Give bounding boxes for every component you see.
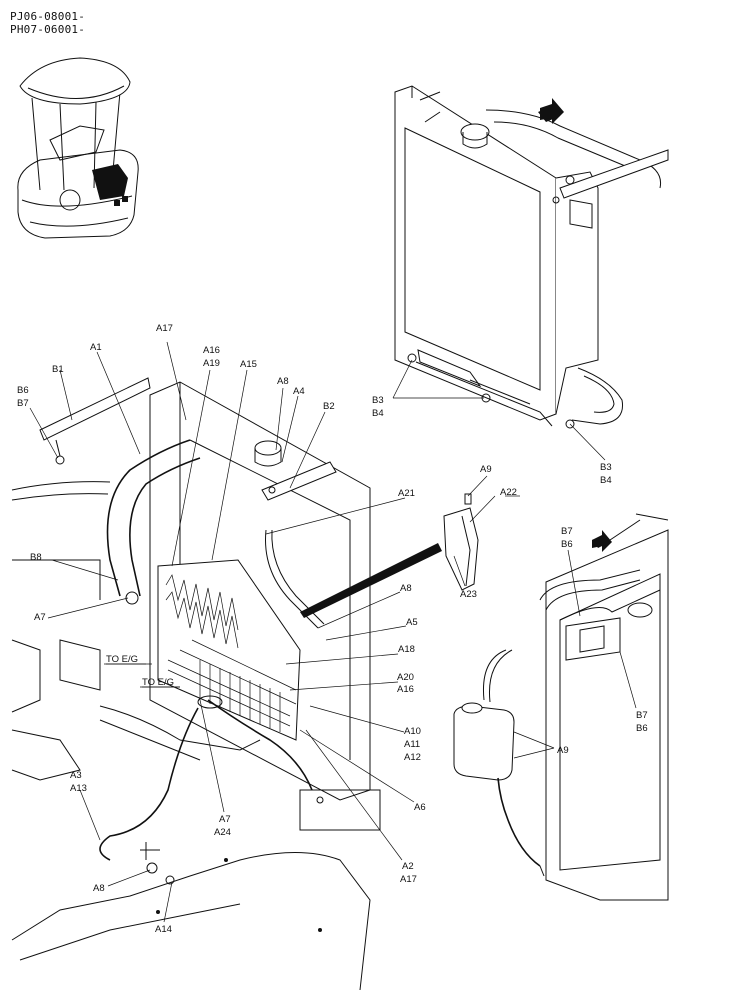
callout-b6-b7-left: B6 B7 [17,385,31,409]
callout-a1: A1 [90,342,102,353]
callout-a5: A5 [406,617,418,628]
callout-a8-mid: A8 [400,583,412,594]
serial-number-2: PH07-06001- [10,23,86,36]
callout-a2-a17: A2 A17 [400,861,417,885]
callout-a15: A15 [240,359,257,370]
callout-a8-bottom: A8 [93,883,105,894]
serial-number-1: PJ06-08001- [10,10,86,23]
callout-a6: A6 [414,802,426,813]
callout-a17-top: A17 [156,323,173,334]
radiator-main-assembly [11,377,381,991]
callout-a9-top: A9 [480,464,492,475]
callout-b7-b6-right: B7 B6 [636,710,650,734]
radiator-top-view [394,85,669,429]
callout-a8-top: A8 [277,376,289,387]
callout-a7-a24: A7 A24 [214,814,233,838]
callout-a16-a19: A16 A19 [203,345,223,369]
callout-a23: A23 [460,589,477,600]
direction-arrow-icon [540,98,612,552]
callout-a4: A4 [293,386,305,397]
callout-a14: A14 [155,924,172,935]
route-label-to-eg-2: TO E/G [142,677,174,688]
bracket-detail [300,493,479,618]
reservoir-detail [453,513,669,901]
callout-b1: B1 [52,364,64,375]
callout-a7-left: A7 [34,612,46,623]
callout-b3-b4-top: B3 B4 [372,395,386,419]
callout-b7-b6-top: B7 B6 [561,526,575,550]
callout-b3-b4-bottom: B3 B4 [600,462,614,486]
callout-a22: A22 [500,487,517,498]
callout-a3-a13: A3 A13 [70,770,87,794]
callout-labels: B3 B4 B3 B4 A17 A1 A16 A19 A15 A8 A4 B1 [17,323,650,935]
callout-a18: A18 [398,644,415,655]
callout-a10-a11-a12: A10 A11 A12 [404,726,424,763]
callout-b8: B8 [30,552,42,563]
callout-a21: A21 [398,488,415,499]
callout-a20-a16: A20 A16 [397,672,417,695]
route-label-to-eg-1: TO E/G [106,654,138,665]
machine-thumbnail [17,57,139,239]
callout-b2: B2 [323,401,335,412]
callout-a9-right: A9 [557,745,569,756]
